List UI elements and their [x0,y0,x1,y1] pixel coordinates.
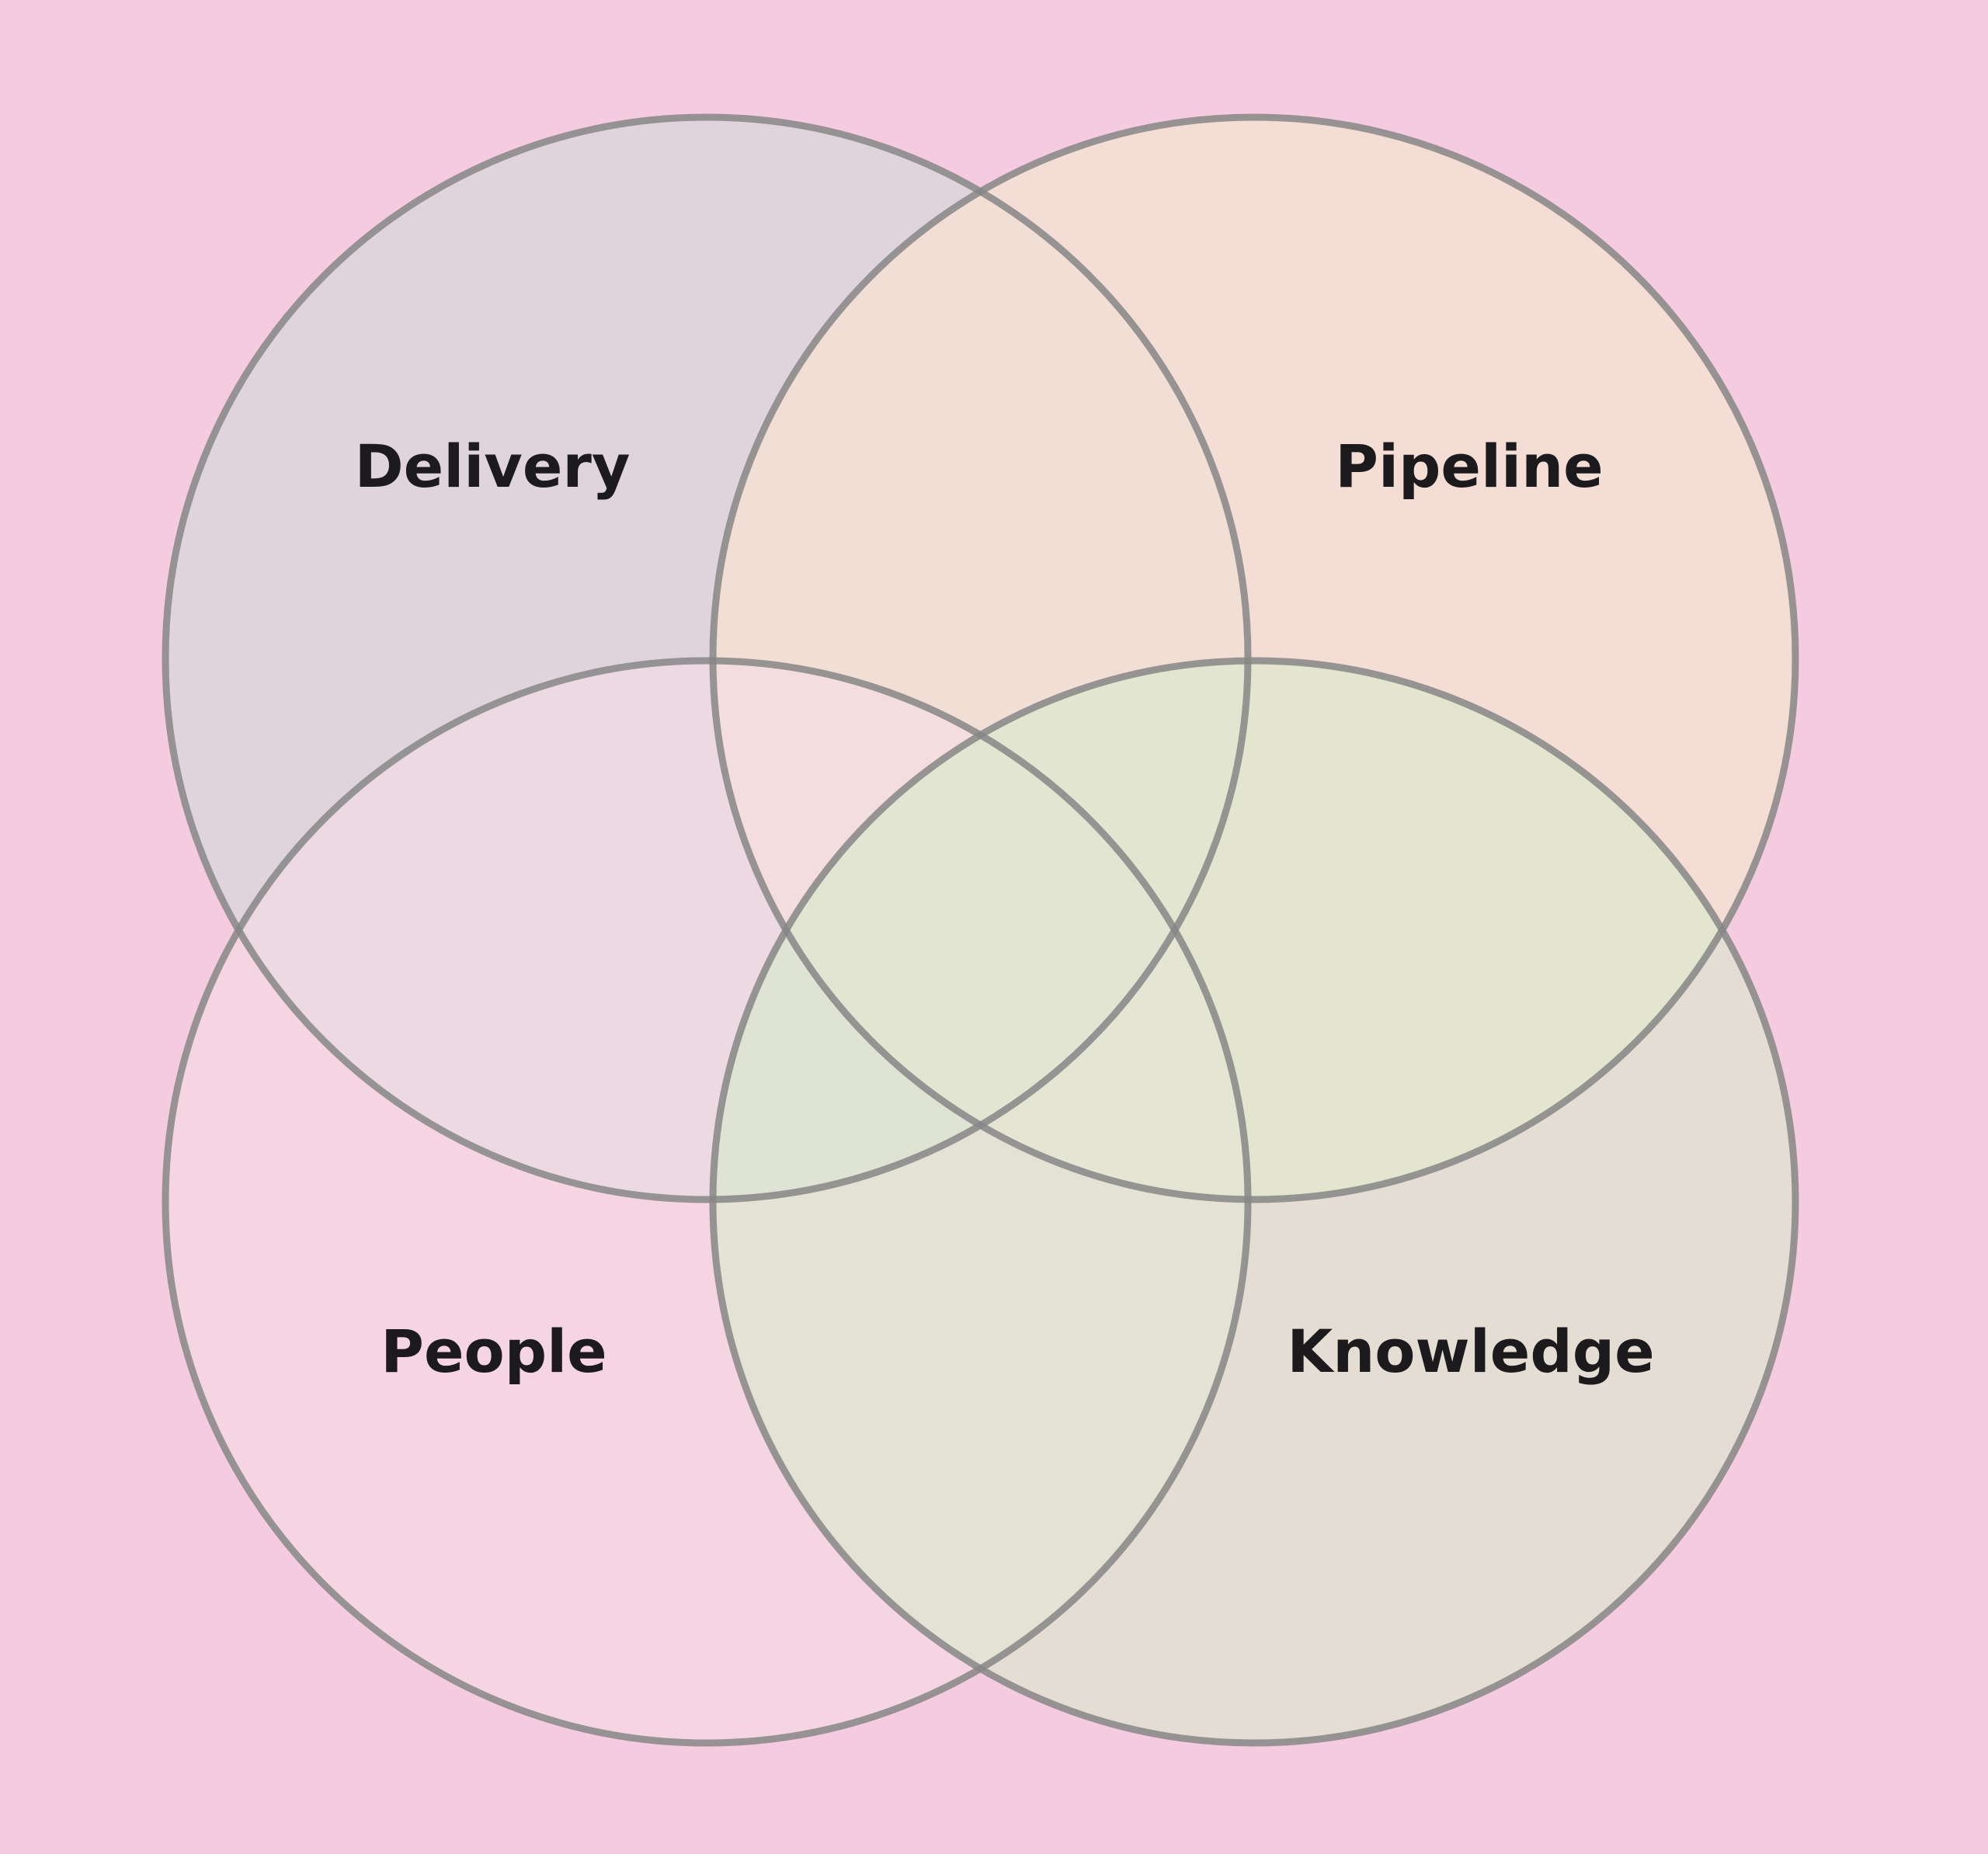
knowledge-label: Knowledge [1287,1317,1654,1386]
people-label: People [381,1317,606,1386]
circle-outlines [162,113,1799,1747]
delivery-label: Delivery [355,432,631,501]
people-outline [162,657,1252,1747]
knowledge-outline [709,657,1799,1747]
pipeline-label: Pipeline [1335,432,1603,501]
